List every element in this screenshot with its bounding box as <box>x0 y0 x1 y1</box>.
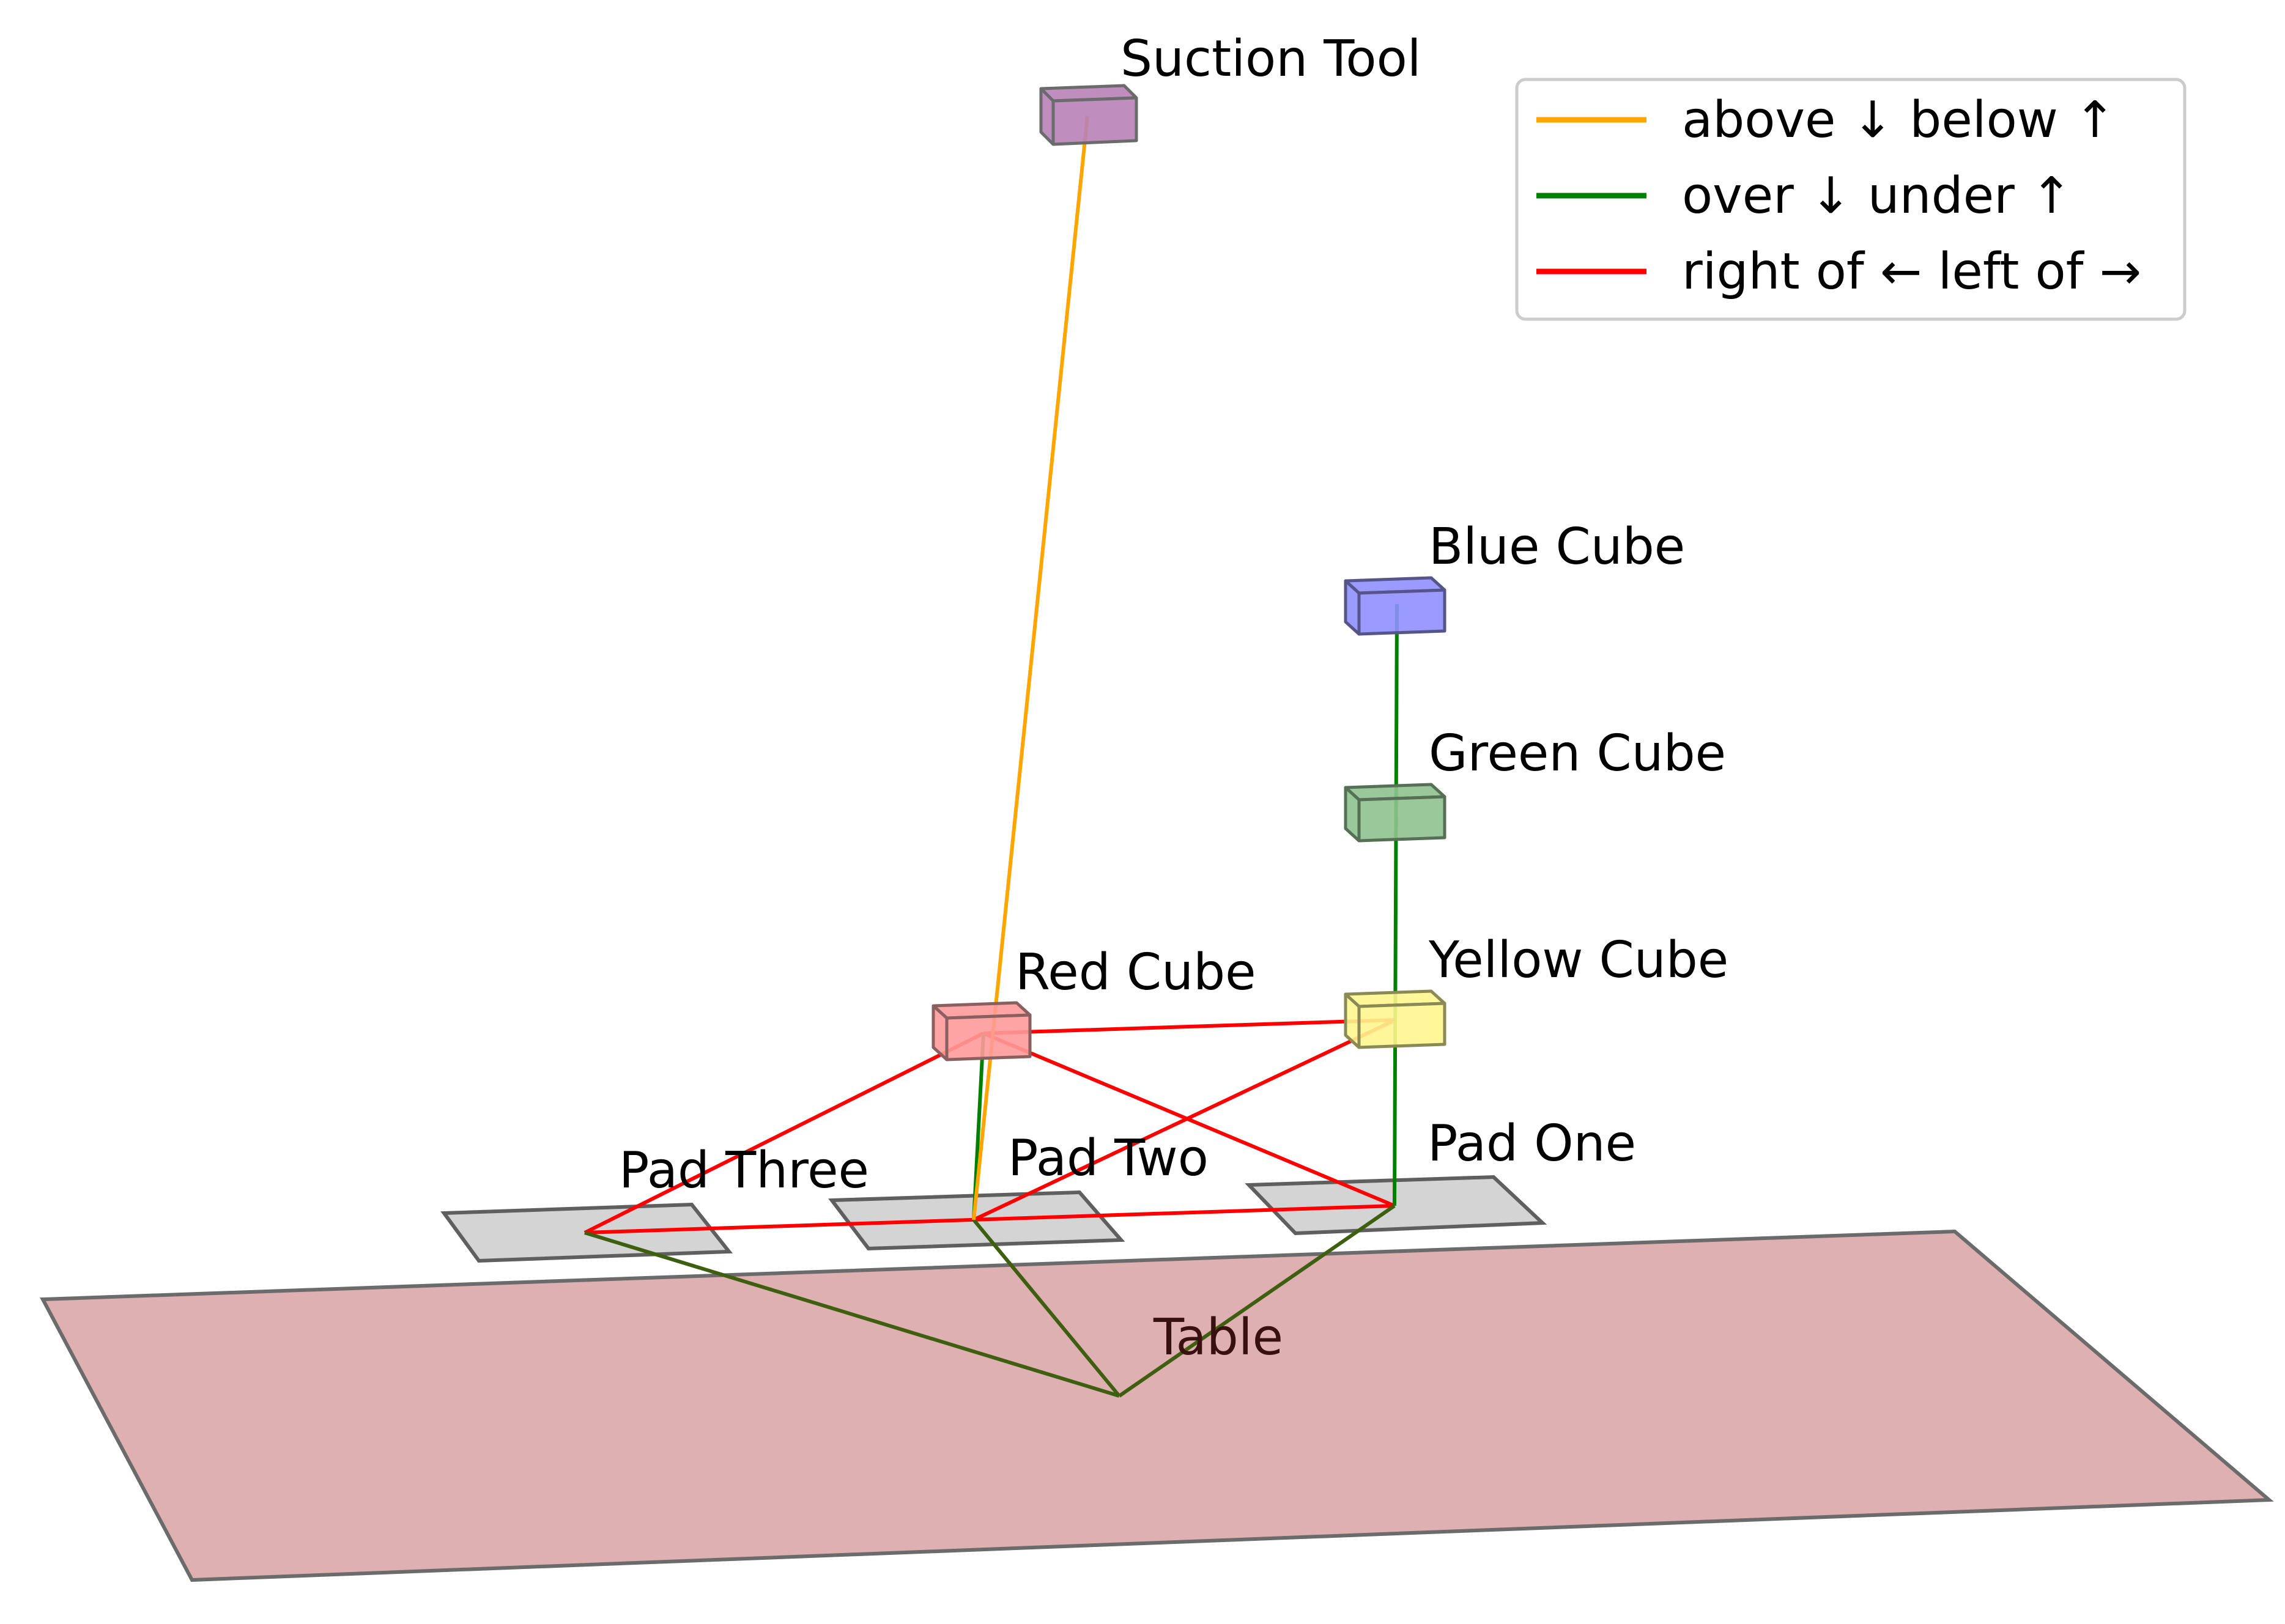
blue-cube-front <box>1357 588 1446 636</box>
red-cube-side <box>931 1004 949 1061</box>
edge-red-cube-pad-three <box>583 1032 985 1235</box>
legend: above ↓ below ↑ over ↓ under ↑ right of … <box>1515 78 2187 321</box>
yellow-cube-front <box>1357 1002 1446 1049</box>
edge-blue-cube-pad-one <box>1393 603 1399 1206</box>
green-cube <box>1344 783 1446 843</box>
legend-label-over-under: over ↓ under ↑ <box>1682 167 2073 225</box>
red-cube-front <box>945 1013 1032 1061</box>
suction-tool <box>1039 84 1138 146</box>
legend-label-above-below: above ↓ below ↑ <box>1682 91 2116 149</box>
blue-cube <box>1344 576 1446 636</box>
label-pad-two: Pad Two <box>1008 1129 1209 1187</box>
blue-cube-side <box>1344 579 1361 636</box>
table <box>40 1229 2274 1582</box>
label-pad-one: Pad One <box>1428 1115 1636 1173</box>
suction-tool-side <box>1039 87 1055 146</box>
legend-label-right-left: right of ← left of → <box>1682 243 2141 301</box>
legend-frame <box>1515 78 2187 321</box>
red-cube <box>931 1001 1032 1061</box>
edge-pad-one-table <box>1118 1204 1396 1398</box>
edge-red-cube-yellow-cube <box>983 1018 1396 1035</box>
edge-pad-three-table <box>584 1231 1120 1398</box>
label-green-cube: Green Cube <box>1429 725 1726 783</box>
edge-pad-three-pad-one <box>584 1204 1395 1235</box>
label-table: Table <box>1153 1308 1283 1367</box>
suction-tool-front <box>1051 96 1138 146</box>
label-blue-cube: Blue Cube <box>1429 518 1685 576</box>
green-cube-front <box>1357 795 1446 843</box>
green-cube-side <box>1344 786 1361 843</box>
relation-edges <box>583 116 1399 1398</box>
label-suction-tool: Suction Tool <box>1120 30 1421 88</box>
table-surface <box>40 1229 2274 1582</box>
edge-yellow-cube-pad-two <box>972 1018 1397 1222</box>
label-pad-three: Pad Three <box>619 1142 869 1200</box>
edge-pad-two-table <box>972 1219 1121 1397</box>
label-red-cube: Red Cube <box>1015 943 1256 1002</box>
yellow-cube-side <box>1344 992 1361 1049</box>
yellow-cube <box>1344 989 1446 1049</box>
label-yellow-cube: Yellow Cube <box>1428 931 1728 989</box>
